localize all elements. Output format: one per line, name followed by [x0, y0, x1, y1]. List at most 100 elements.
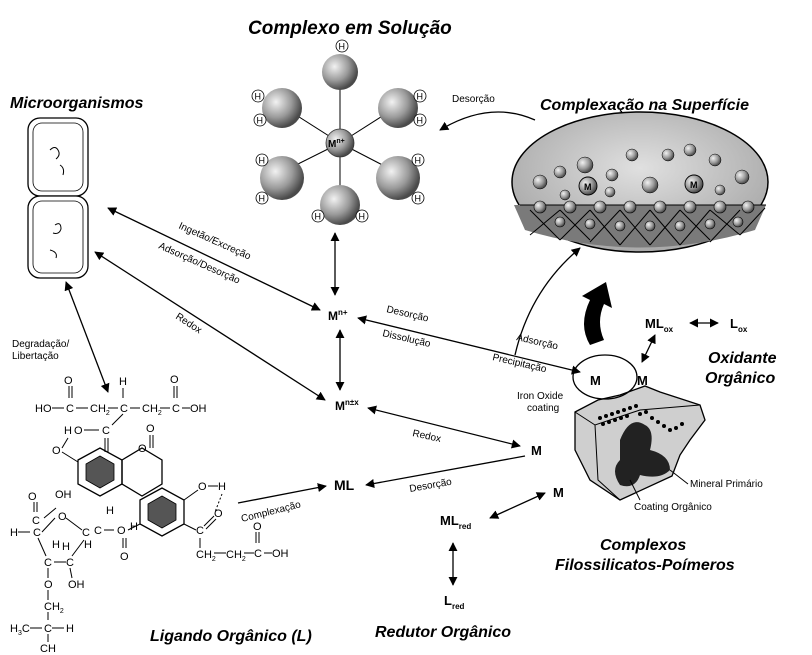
svg-text:C: C: [44, 557, 52, 569]
svg-text:C: C: [196, 525, 204, 537]
h3c-label: H3C: [10, 623, 30, 637]
ligand-sphere: [322, 54, 358, 90]
pointer-mineral: [669, 469, 689, 485]
title-filossilicatos: Filossilicatos-Poímeros: [555, 557, 735, 574]
title-complexacao-superficie: Complexação na Superfície: [540, 97, 749, 114]
ch2-label: CH2: [196, 549, 216, 563]
svg-text:O: O: [44, 579, 53, 591]
species-m-4: M: [553, 485, 564, 500]
svg-text:H: H: [315, 212, 322, 222]
label-degradacao: Degradação/: [12, 339, 69, 350]
label-desorcao-lower: Desorção: [409, 477, 453, 495]
label-redox-upper: Redox: [173, 311, 203, 336]
species-ml-ox: MLox: [645, 316, 674, 334]
ch2-label: CH2: [226, 549, 246, 563]
title-complexo-solucao: Complexo em Solução: [248, 18, 452, 39]
species-mnx: Mn±x: [335, 398, 359, 413]
ligand-sphere: [376, 156, 420, 200]
ligand-sphere: [260, 156, 304, 200]
svg-text:O: O: [58, 511, 67, 523]
ligand-sphere: [378, 88, 418, 128]
svg-text:H: H: [415, 194, 422, 204]
svg-text:O: O: [52, 445, 61, 457]
svg-text:O: O: [120, 551, 129, 563]
ligand-sphere: [320, 185, 360, 225]
label-adsorcao: Adsorção: [515, 332, 559, 352]
ligand-sphere: [262, 88, 302, 128]
svg-text:O: O: [28, 491, 37, 503]
label-coating-organico: Coating Orgânico: [634, 502, 712, 513]
svg-text:C: C: [254, 548, 262, 560]
arrow-redox-lower: [367, 405, 521, 449]
central-metal: [325, 128, 355, 158]
svg-text:H: H: [417, 92, 424, 102]
svg-text:C: C: [44, 623, 52, 635]
svg-text:C: C: [82, 527, 90, 539]
label-desorcao-top: Desorção: [452, 94, 495, 105]
species-ml: ML: [334, 477, 355, 493]
arrow-degradacao: [64, 281, 110, 393]
arrow-mn-surface: [357, 315, 581, 375]
svg-text:H: H: [359, 212, 366, 222]
svg-text:C: C: [66, 403, 74, 415]
svg-text:O: O: [170, 374, 179, 386]
svg-text:OH: OH: [68, 579, 85, 591]
svg-text:C: C: [172, 403, 180, 415]
svg-text:C: C: [120, 403, 128, 415]
surface-metal-label: M: [584, 182, 592, 192]
iron-oxide-loop: [572, 354, 638, 400]
svg-text:H: H: [255, 92, 262, 102]
surface-complexation: M M: [511, 111, 769, 253]
svg-text:C: C: [33, 527, 41, 539]
title-oxidante: Oxidante: [708, 350, 777, 367]
label-desorcao-mid: Desorção: [385, 304, 430, 324]
svg-text:H: H: [106, 505, 114, 517]
species-l-ox: Lox: [730, 316, 748, 334]
title-redutor-organico: Redutor Orgânico: [375, 624, 511, 641]
label-iron-coating: coating: [527, 403, 559, 414]
svg-text:O: O: [74, 425, 83, 437]
label-complexacao: Complexação: [240, 499, 302, 525]
svg-text:H: H: [259, 194, 266, 204]
svg-text:H: H: [119, 376, 127, 388]
species-m-2: M: [637, 373, 648, 388]
label-iron-oxide: Iron Oxide: [517, 391, 564, 402]
arrow-desorcao-lower: [365, 455, 526, 489]
svg-text:H: H: [257, 116, 264, 126]
label-dissolucao: Dissolução: [381, 328, 432, 350]
svg-text:H: H: [259, 156, 266, 166]
svg-text:C: C: [66, 557, 74, 569]
svg-text:O: O: [214, 508, 223, 520]
svg-text:H: H: [339, 42, 346, 52]
title-microorganismos: Microorganismos: [10, 95, 143, 112]
svg-text:C: C: [102, 425, 110, 437]
svg-text:H: H: [10, 527, 18, 539]
title-complexos: Complexos: [600, 537, 686, 554]
label-redox-lower: Redox: [411, 428, 442, 445]
label-precipitacao: Precipitação: [491, 352, 548, 375]
species-m-3: M: [531, 443, 542, 458]
svg-text:CH: CH: [40, 643, 56, 655]
svg-text:H: H: [52, 539, 60, 551]
central-metal-label: Mn+: [328, 138, 345, 150]
svg-text:H: H: [417, 116, 424, 126]
title-oxidante-organico: Orgânico: [705, 370, 775, 387]
svg-text:O: O: [253, 521, 262, 533]
svg-text:H: H: [84, 539, 92, 551]
svg-text:OH: OH: [55, 489, 72, 501]
species-m-1: M: [590, 373, 601, 388]
ch2-label: CH2: [142, 403, 162, 417]
arrow-desorcao-top: [439, 111, 536, 131]
svg-text:O: O: [146, 423, 155, 435]
svg-text:C: C: [94, 525, 102, 537]
svg-text:H: H: [62, 541, 70, 553]
arrow-mlred-m: [489, 492, 546, 519]
arrow-mlox-m: [641, 334, 656, 363]
svg-text:H: H: [415, 156, 422, 166]
microorganism-cells: [27, 117, 89, 279]
surface-metal-label: M: [690, 180, 698, 190]
ch2-label: CH2: [90, 403, 110, 417]
svg-text:H: H: [218, 481, 226, 493]
